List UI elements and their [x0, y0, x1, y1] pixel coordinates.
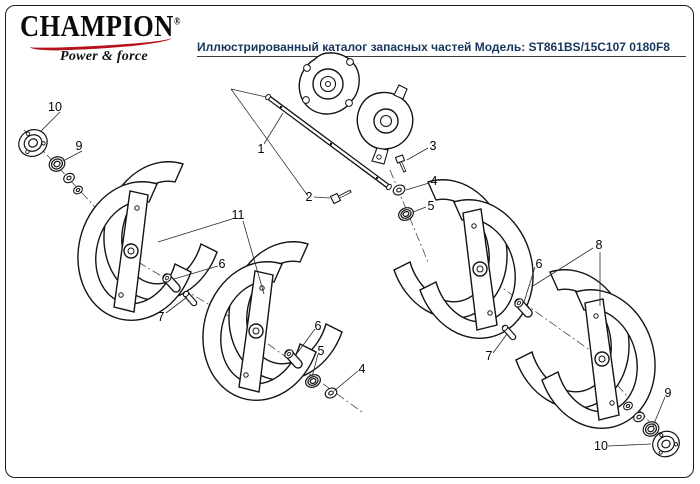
pin-7-left [182, 290, 198, 307]
callout-9-right: 9 [664, 386, 672, 400]
washer-right-1 [623, 401, 633, 411]
callout-9-left: 9 [75, 139, 83, 153]
callout-7-left: 7 [157, 310, 165, 324]
callout-5-mid: 5 [317, 344, 325, 358]
logo-brand-word: CHAMPION [20, 9, 174, 43]
washer-left-1 [63, 172, 75, 184]
callout-4-mid: 4 [358, 362, 366, 376]
callout-11: 11 [231, 208, 245, 222]
callout-7-right: 7 [485, 349, 493, 363]
document-title: Иллюстрированный каталог запасных частей… [197, 40, 693, 54]
bushing-6-right [514, 298, 533, 318]
callout-6-right: 6 [535, 257, 543, 271]
bearing-right [642, 421, 660, 437]
washer-4-top [392, 184, 406, 196]
callout-6-mid: 6 [314, 319, 322, 333]
bearing-flange-left [18, 129, 48, 157]
auger-shaft [265, 93, 392, 191]
champion-logo: CHAMPION® Power & force [20, 9, 200, 65]
bushing-6-mid [284, 349, 303, 369]
header-rule [197, 56, 686, 57]
bolt-3 [394, 154, 407, 173]
logo-brand-text: CHAMPION® [20, 9, 196, 44]
shaft-guide-lines [230, 88, 309, 197]
callout-1: 1 [257, 142, 265, 156]
pin-7-right [501, 324, 517, 341]
auger-left-upper [77, 161, 218, 321]
auger-right-lower [515, 269, 656, 429]
callout-4-top: 4 [430, 174, 438, 188]
logo-registered-mark: ® [173, 15, 181, 27]
washer-right-2 [633, 411, 645, 423]
washer-4-mid [324, 387, 338, 399]
callout-10-right: 10 [594, 439, 608, 453]
bushing-6-left [162, 273, 181, 293]
callout-leader-lines [39, 111, 666, 447]
auger-right-upper [393, 179, 534, 339]
callout-2: 2 [305, 190, 313, 204]
bearing-flange-right [652, 430, 680, 458]
bearing-5-top [398, 207, 414, 221]
callout-3: 3 [429, 139, 437, 153]
gearbox-housing [298, 52, 414, 165]
washer-left-2 [73, 185, 83, 195]
callout-10-left: 10 [48, 100, 62, 114]
bearing-left [48, 156, 66, 172]
catalog-title-text: Иллюстрированный каталог запасных частей [197, 40, 472, 54]
bolt-2 [329, 189, 352, 205]
callout-6-left: 6 [218, 257, 226, 271]
model-number-text: Модель: ST861BS/15C107 0180F8 [474, 40, 670, 54]
callout-8: 8 [595, 238, 603, 252]
callout-5-top: 5 [427, 199, 435, 213]
bearing-5-mid [305, 374, 321, 388]
logo-tagline: Power & force [60, 49, 148, 64]
